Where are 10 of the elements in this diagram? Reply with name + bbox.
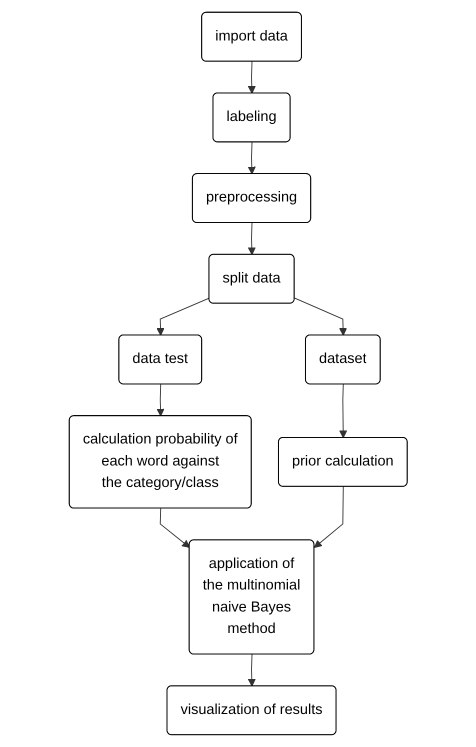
- arrow: [156, 384, 164, 416]
- arrow: [338, 384, 347, 438]
- arrow: [248, 654, 256, 687]
- arrow: [248, 222, 256, 256]
- arrow: [314, 486, 344, 548]
- arrow: [248, 142, 256, 174]
- arrow: [248, 61, 256, 94]
- arrow: [156, 298, 210, 336]
- arrow: [294, 298, 347, 336]
- arrow: [160, 508, 190, 548]
